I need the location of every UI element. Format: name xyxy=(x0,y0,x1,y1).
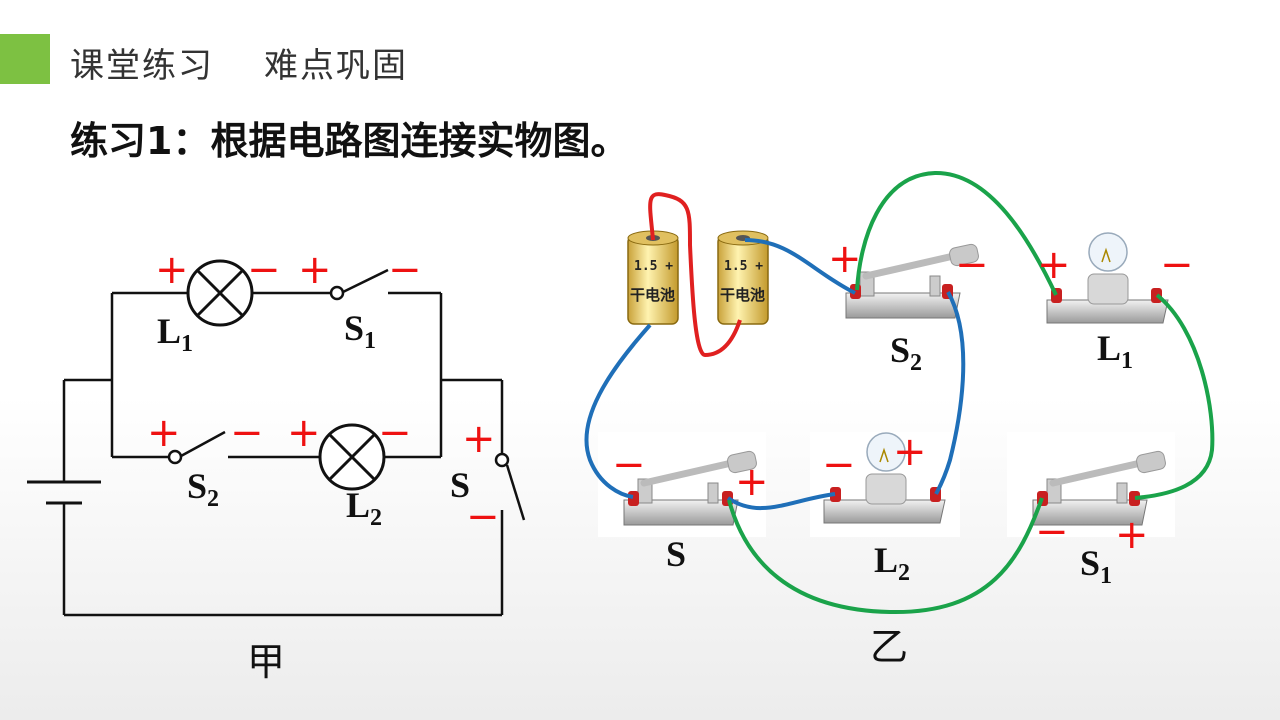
label-l1: L xyxy=(157,311,181,351)
device-label-s1: S xyxy=(1080,543,1100,583)
caption-right: 乙 xyxy=(870,625,908,669)
svg-text:1.5 +: 1.5 + xyxy=(724,259,763,274)
label-s: S xyxy=(450,465,470,505)
svg-text:L1: L1 xyxy=(1097,328,1133,374)
battery-cell-1: 1.5 + 干电池 xyxy=(627,230,679,325)
wire-green-l1-to-s1 xyxy=(1134,293,1215,500)
sign-plus: + xyxy=(893,429,927,475)
wire-green-s-to-s1 xyxy=(727,497,1044,615)
sign-minus: − xyxy=(230,410,264,456)
wire-green-s2-to-l1 xyxy=(855,170,1058,296)
wire-red xyxy=(648,192,742,358)
sign-plus: + xyxy=(298,247,332,293)
svg-text:L1: L1 xyxy=(157,311,193,357)
sign-plus: + xyxy=(1037,242,1071,288)
header-subtitle: 难点巩固 xyxy=(264,46,408,86)
sign-minus: − xyxy=(822,442,856,488)
sign-plus: + xyxy=(287,410,321,456)
lamp-symbol-l2 xyxy=(318,423,386,491)
lamp-device-l1 xyxy=(1046,232,1169,324)
label-s1: S xyxy=(344,308,364,348)
svg-text:L2: L2 xyxy=(874,540,910,586)
battery-1-name: 干电池 xyxy=(630,286,675,304)
sign-minus: − xyxy=(388,247,422,293)
sign-plus: + xyxy=(462,416,496,462)
wire-blue-s-to-l2 xyxy=(726,492,836,511)
switch-device-s1 xyxy=(1032,450,1166,526)
sign-minus: − xyxy=(247,247,281,293)
wire-blue-s2-to-l2 xyxy=(934,291,966,495)
wire-blue-battery-to-s2 xyxy=(744,238,856,295)
device-label-l2: L xyxy=(874,540,898,580)
sign-plus: + xyxy=(155,247,189,293)
svg-text:S2: S2 xyxy=(890,330,922,376)
sign-plus: + xyxy=(735,459,769,505)
sign-minus: − xyxy=(1035,509,1069,555)
svg-text:S1: S1 xyxy=(344,308,376,354)
svg-text:S1: S1 xyxy=(1080,543,1112,589)
battery-2-name: 干电池 xyxy=(720,286,765,304)
svg-text:S2: S2 xyxy=(187,466,219,512)
battery-cell-2: 1.5 + 干电池 xyxy=(717,230,769,325)
switch-device-s xyxy=(623,450,757,526)
sign-minus: − xyxy=(466,494,500,540)
label-l2: L xyxy=(346,485,370,525)
sign-minus: − xyxy=(378,410,412,456)
device-label-s: S xyxy=(666,534,686,574)
caption-left: 甲 xyxy=(247,640,285,684)
wire-blue-battery-to-s xyxy=(584,323,652,499)
sign-plus: + xyxy=(147,410,181,456)
label-s2: S xyxy=(187,466,207,506)
switch-pivot-s2 xyxy=(167,449,183,465)
switch-device-s2 xyxy=(845,243,979,319)
lamp-symbol-l1 xyxy=(186,259,254,327)
svg-text:1.5 +: 1.5 + xyxy=(634,259,673,274)
sign-minus: − xyxy=(612,442,646,488)
sign-plus: + xyxy=(1115,512,1149,558)
header-title: 课堂练习 xyxy=(70,46,214,86)
sign-minus: − xyxy=(955,242,989,288)
header-accent-bar xyxy=(0,34,50,84)
schematic-diagram xyxy=(62,268,526,617)
switch-pivot-s xyxy=(494,452,510,468)
sign-minus: − xyxy=(1160,242,1194,288)
switch-pivot-s1 xyxy=(329,285,345,301)
lamp-device-l2 xyxy=(823,432,946,524)
svg-text:L2: L2 xyxy=(346,485,382,531)
sign-plus: + xyxy=(828,236,862,282)
exercise-prompt: 练习1：根据电路图连接实物图。 xyxy=(70,119,629,163)
device-label-l1: L xyxy=(1097,328,1121,368)
device-label-s2: S xyxy=(890,330,910,370)
